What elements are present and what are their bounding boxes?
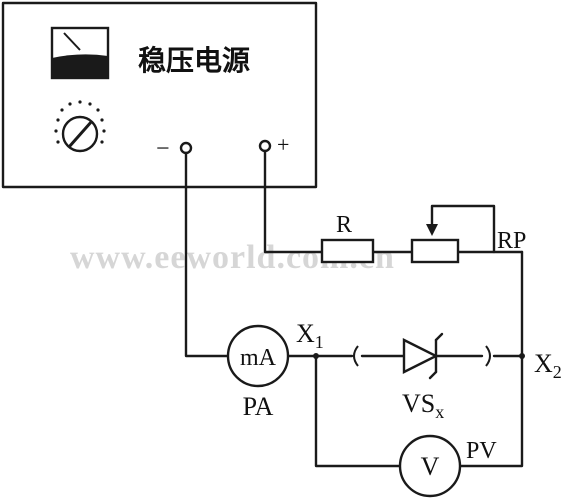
minus-terminal: [179, 141, 193, 155]
voltmeter-symbol: V: [421, 452, 440, 481]
minus-terminal-label: −: [156, 136, 170, 162]
node-x1: X1: [296, 319, 324, 359]
node-x1-label: X: [296, 319, 315, 348]
ammeter-symbol: mA: [240, 345, 277, 371]
svg-text:VSx: VSx: [402, 389, 444, 422]
power-supply-title: 稳压电源: [138, 44, 250, 77]
node-x2-subscript: 2: [553, 362, 562, 382]
power-supply-box: [1, 1, 318, 189]
voltmeter-name: PV: [466, 438, 497, 464]
node-x2: X2: [519, 349, 562, 382]
plus-terminal: [258, 139, 272, 153]
diode-vsx: VSx: [353, 332, 491, 422]
diode-subscript: x: [435, 402, 444, 422]
svg-text:X1: X1: [296, 319, 324, 352]
node-x1-subscript: 1: [315, 332, 324, 352]
resistor-r: R: [320, 212, 375, 264]
ammeter-name: PA: [243, 392, 274, 421]
voltmeter-pv: V PV: [398, 434, 497, 498]
wires: [184, 149, 524, 468]
power-supply: 稳压电源 − +: [1, 1, 318, 189]
ammeter-pa: mA PA: [226, 324, 290, 421]
node-x2-label: X: [534, 349, 553, 378]
knob-icon: [54, 100, 106, 153]
diode-label: VS: [402, 389, 435, 418]
meter-icon: [50, 26, 110, 80]
plus-terminal-label: +: [277, 132, 289, 157]
potentiometer-label: RP: [497, 228, 526, 254]
svg-text:X2: X2: [534, 349, 562, 382]
resistor-label: R: [336, 212, 352, 238]
potentiometer-rp: RP: [410, 204, 526, 264]
